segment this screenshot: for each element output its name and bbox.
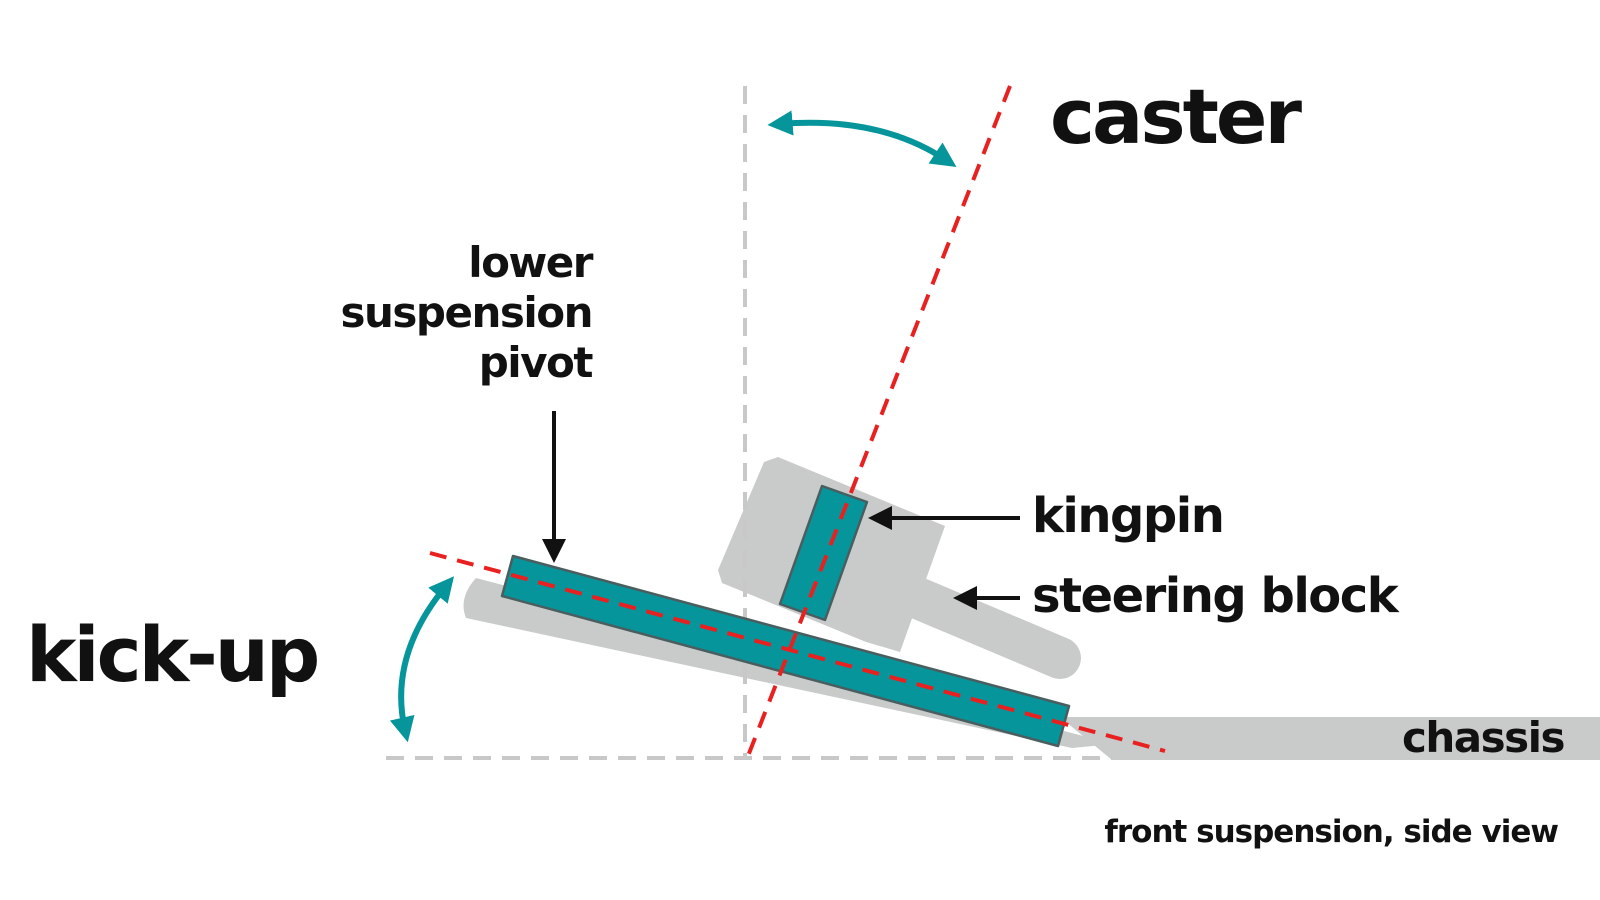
lower-pivot-label-line1: lower [468, 238, 594, 287]
kick-up-axis-line [429, 551, 1166, 753]
steering-arm [854, 559, 1081, 679]
kick-up-angle-arrow [389, 576, 455, 743]
caster-angle-arrow [767, 110, 957, 167]
chassis-label: chassis [1402, 713, 1565, 762]
chassis-bar [1060, 717, 1600, 760]
kingpin-label: kingpin [1032, 488, 1223, 544]
diagram-caption: front suspension, side view [1104, 814, 1558, 850]
lower-suspension-pivot-bar [500, 554, 1071, 748]
kingpin-bar [778, 484, 869, 622]
kick-up-label: kick-up [26, 610, 317, 699]
steering-block-label: steering block [1032, 568, 1400, 624]
lower-pivot-label-line2: suspension [341, 288, 593, 337]
caster-axis-line [746, 85, 1012, 757]
caster-label: caster [1050, 72, 1302, 161]
lower-pivot-label-line3: pivot [479, 338, 594, 387]
